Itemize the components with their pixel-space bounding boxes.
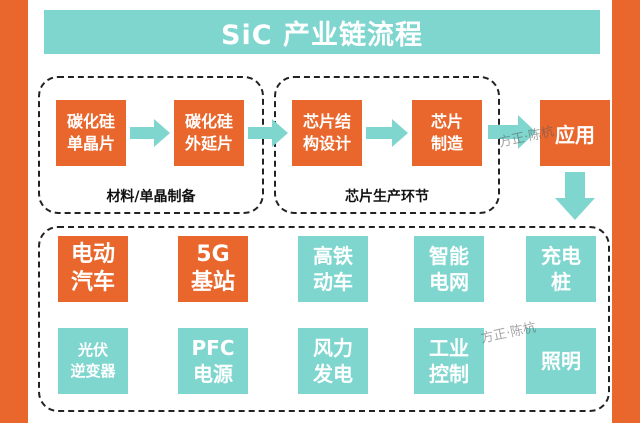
application-box: 应用: [540, 100, 610, 166]
chip-production-group-frame: [274, 76, 500, 214]
app-charging-pile: 充电 桩: [526, 236, 596, 302]
right-orange-border: [612, 0, 640, 423]
arrow-right-icon: [366, 119, 408, 147]
app-electric-vehicle: 电动 汽车: [58, 236, 128, 302]
chip-manufacturing-box: 芯片 制造: [412, 100, 482, 166]
material-group-label: 材料/单晶制备: [106, 189, 196, 205]
chip-design-box: 芯片结 构设计: [292, 100, 362, 166]
arrow-right-icon: [130, 119, 170, 147]
app-pv-inverter: 光伏 逆变器: [58, 328, 128, 394]
material-group-frame: [38, 76, 264, 214]
diagram-title: SiC 产业链流程: [44, 10, 600, 54]
app-pfc-power: PFC 电源: [178, 328, 248, 394]
sic-substrate-box: 碳化硅 单晶片: [56, 100, 126, 166]
app-5g-base-station: 5G 基站: [178, 236, 248, 302]
applications-group-frame: [38, 226, 610, 412]
arrow-right-icon: [248, 119, 288, 147]
app-smart-grid: 智能 电网: [414, 236, 484, 302]
chip-production-group-label: 芯片生产环节: [345, 189, 429, 205]
app-high-speed-rail: 高铁 动车: [298, 236, 368, 302]
left-orange-border: [0, 0, 28, 423]
app-wind-power: 风力 发电: [298, 328, 368, 394]
sic-epitaxial-box: 碳化硅 外延片: [174, 100, 244, 166]
arrow-right-icon: [488, 115, 536, 149]
app-industrial-control: 工业 控制: [414, 328, 484, 394]
arrow-down-icon: [555, 172, 595, 220]
app-lighting: 照明: [526, 328, 596, 394]
